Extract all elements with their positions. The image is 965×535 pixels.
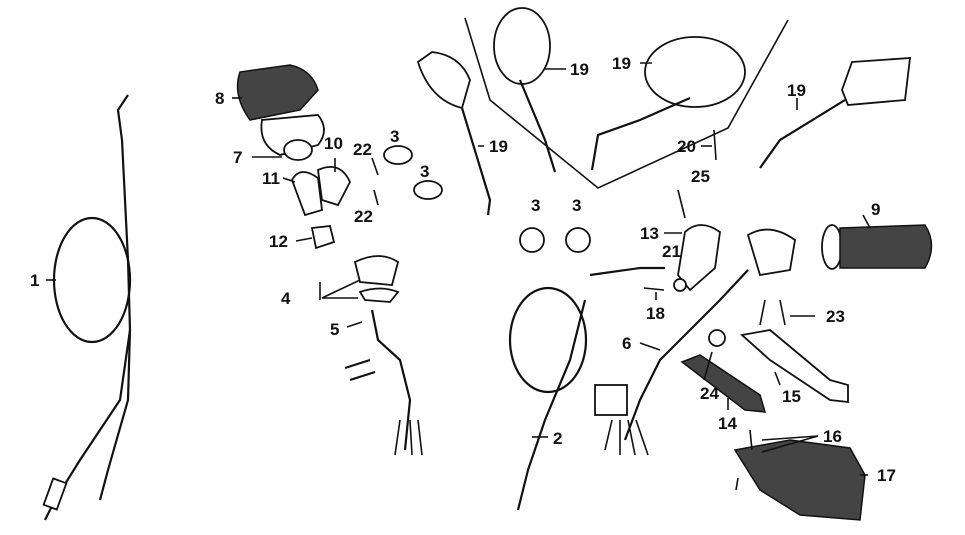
clamps-3-center [519,227,591,253]
callout-labels: 1 2 3 3 3 3 4 5 6 7 8 9 10 11 12 13 14 1… [30,54,896,485]
clutch-cable-2 [508,266,665,511]
callout-19a: 19 [570,60,589,79]
callout-24: 24 [700,384,719,403]
screws-23 [759,299,786,326]
mirrors-19 [416,7,912,216]
callout-22b: 22 [354,207,373,226]
callout-4: 4 [281,289,291,308]
callout-23: 23 [826,307,845,326]
callout-9: 9 [871,200,880,219]
callout-11: 11 [262,169,280,188]
lever-15 [740,329,849,404]
callout-19c: 19 [489,137,508,156]
grip-9 [821,224,933,270]
leader-lines [46,62,871,476]
callout-18: 18 [646,304,665,323]
callout-7: 7 [233,148,242,167]
callout-3d: 3 [420,162,429,181]
callout-22a: 22 [353,140,372,159]
switch-housing-10-11 [291,166,352,250]
lever-14 [680,329,767,413]
callout-21: 21 [662,242,681,261]
callout-25: 25 [691,167,710,186]
callout-5: 5 [330,320,339,339]
callout-19d: 19 [787,81,806,100]
cover-17 [733,429,866,521]
callout-1: 1 [30,271,39,290]
callout-10: 10 [324,134,343,153]
callout-14: 14 [718,414,737,433]
callout-16: 16 [823,427,842,446]
callout-19b: 19 [612,54,631,73]
clamps-3-left [371,145,443,206]
callout-15: 15 [782,387,801,406]
switch-4-5 [344,255,423,456]
callout-3b: 3 [572,196,581,215]
callout-13: 13 [640,224,659,243]
switch-housing-6 [594,228,796,456]
callout-20: 20 [677,137,696,156]
throttle-cable-1 [42,94,132,521]
callout-2: 2 [553,429,562,448]
throttle-grip-8 [236,64,325,161]
lever-bracket-13 [643,189,721,292]
callout-3a: 3 [531,196,540,215]
callout-3c: 3 [390,127,399,146]
callout-17: 17 [877,466,896,485]
callout-6: 6 [622,334,631,353]
callout-8: 8 [215,89,224,108]
callout-12: 12 [269,232,288,251]
